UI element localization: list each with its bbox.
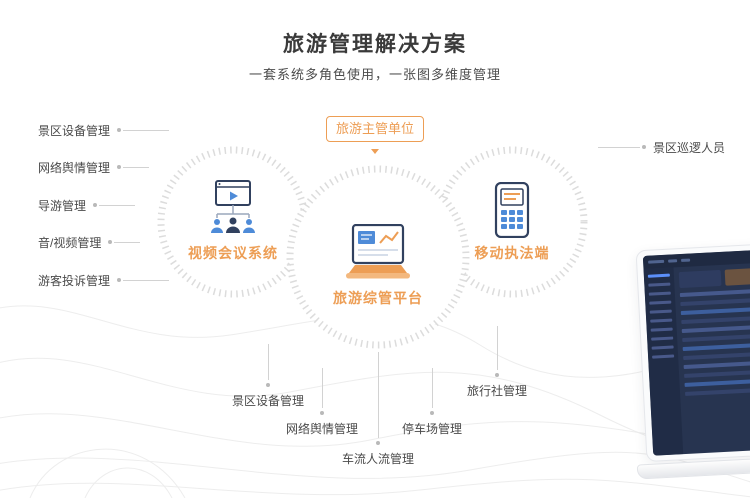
table-row-bar <box>684 387 750 396</box>
table-row-bar <box>684 369 750 378</box>
bottom-label-col: 景区设备管理 <box>213 344 323 409</box>
connector-line <box>99 204 136 206</box>
bottom-label: 网络舆情管理 <box>285 422 358 436</box>
connector-line <box>123 279 170 281</box>
left-label: 游客投诉管理 <box>38 273 111 288</box>
laptop-screen-frame <box>635 242 750 463</box>
left-label: 音/视频管理 <box>38 235 102 250</box>
sidebar-item-bar <box>650 318 673 323</box>
bottom-label: 车流人流管理 <box>341 452 414 466</box>
table-row-bar <box>683 351 750 361</box>
left-label-row: 游客投诉管理 <box>38 272 170 288</box>
connector-dot <box>642 145 646 149</box>
circle-label-mobile-terminal: 移动执法端 <box>474 245 550 261</box>
dashboard-stat-row <box>678 267 750 289</box>
table-row-bar <box>682 333 750 343</box>
dashboard-main <box>673 262 750 454</box>
circle-label-platform: 旅游综管平台 <box>333 290 423 306</box>
table-row-bar <box>684 378 750 387</box>
connector-line <box>321 368 323 408</box>
dashboard-body <box>643 262 750 456</box>
dashboard-laptop-mockup <box>635 242 750 498</box>
sidebar-item-bar <box>652 354 675 359</box>
left-label-row: 景区设备管理 <box>38 122 170 138</box>
bottom-label: 景区设备管理 <box>231 394 304 408</box>
sidebar-item-bar <box>649 300 672 305</box>
connector-line <box>431 368 433 408</box>
table-row-bar <box>681 315 750 325</box>
stat-card <box>678 269 722 289</box>
right-label: 景区巡逻人员 <box>653 140 726 155</box>
left-label: 导游管理 <box>38 198 87 213</box>
connector-line <box>114 241 141 243</box>
connector-dot <box>266 383 270 387</box>
bottom-label-col: 停车场管理 <box>377 368 487 437</box>
table-row-bar <box>680 297 750 307</box>
connector-dot <box>320 411 324 415</box>
bottom-label: 停车场管理 <box>401 422 462 436</box>
table-row-bar <box>680 306 750 316</box>
table-row-bar <box>679 288 750 298</box>
sidebar-item-bar <box>648 291 671 296</box>
sidebar-item-bar <box>650 327 673 332</box>
sidebar-item-bar <box>651 336 674 341</box>
connector-dot <box>117 128 122 132</box>
bottom-label-col: 网络舆情管理 <box>267 368 377 437</box>
topbar-title-bar <box>648 259 665 264</box>
stat-card <box>724 267 750 286</box>
connector-line <box>598 146 640 148</box>
dashboard-screen <box>642 249 750 456</box>
left-label-row: 网络舆情管理 <box>38 159 150 175</box>
sidebar-item-bar <box>648 282 671 287</box>
connector-line <box>123 129 170 131</box>
connector-line <box>377 352 379 438</box>
bottom-label-col: 车流人流管理 <box>323 352 433 467</box>
topbar-menu-bar <box>681 258 691 262</box>
table-row-bar <box>683 360 750 369</box>
laptop-chart-icon <box>346 224 410 279</box>
connector-dot <box>495 373 499 377</box>
connector-dot <box>117 165 122 169</box>
authority-badge: 旅游主管单位 <box>326 116 424 142</box>
video-conference-icon <box>211 180 255 233</box>
left-label-row: 音/视频管理 <box>38 234 141 250</box>
page-title: 旅游管理解决方案 <box>283 33 467 56</box>
sidebar-item-bar <box>649 309 672 314</box>
page-subtitle: 一套系统多角色使用，一张图多维度管理 <box>248 67 501 82</box>
connector-line <box>267 344 269 380</box>
sidebar-item-bar <box>651 345 674 350</box>
left-label-row: 导游管理 <box>38 197 136 213</box>
circle-label-video-conference: 视频会议系统 <box>188 245 278 261</box>
connector-dot <box>117 278 122 282</box>
topbar-menu-bar <box>668 259 678 263</box>
connector-line <box>123 166 150 168</box>
connector-dot <box>93 203 98 207</box>
left-label: 景区设备管理 <box>38 123 111 138</box>
bottom-label: 旅行社管理 <box>466 384 527 398</box>
left-label: 网络舆情管理 <box>38 160 111 175</box>
connector-dot <box>430 411 434 415</box>
sidebar-item-bar <box>647 273 670 278</box>
right-label-row: 景区巡逻人员 <box>598 139 725 155</box>
table-row-bar <box>682 342 750 352</box>
table-row-bar <box>681 324 750 334</box>
bottom-label-col: 旅行社管理 <box>442 326 552 399</box>
connector-dot <box>376 441 380 445</box>
mobile-terminal-icon <box>494 182 530 238</box>
down-arrow-icon <box>371 149 379 154</box>
connector-line <box>496 326 498 370</box>
connector-dot <box>108 240 113 244</box>
